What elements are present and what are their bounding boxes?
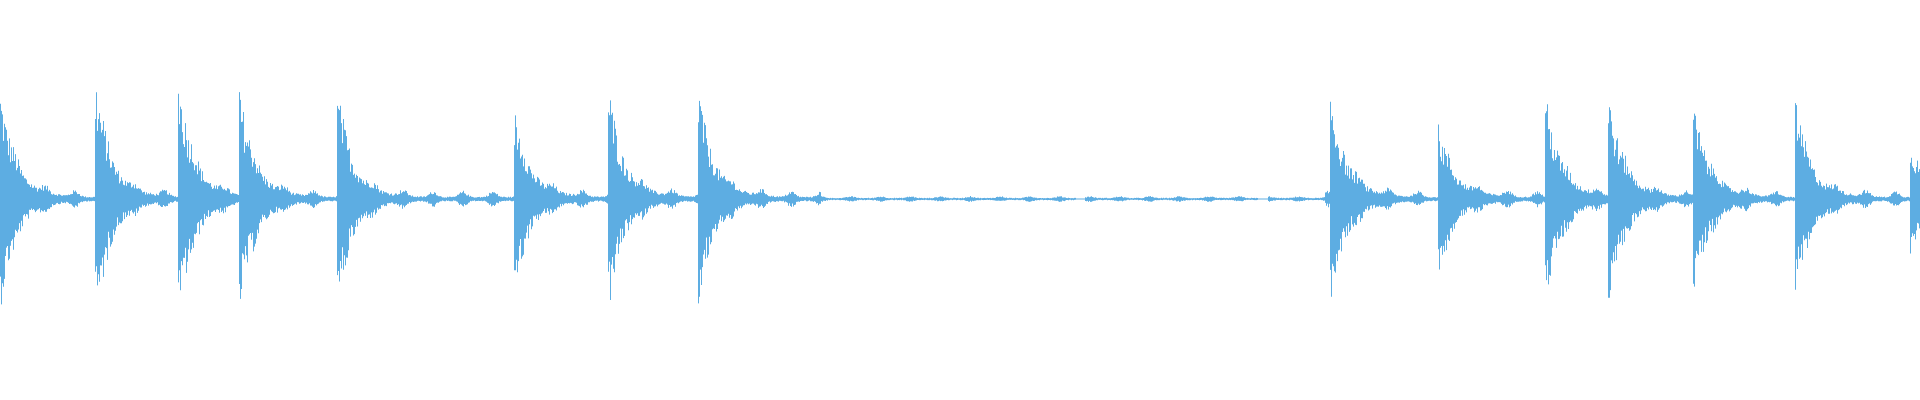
waveform-trace <box>0 92 1920 305</box>
